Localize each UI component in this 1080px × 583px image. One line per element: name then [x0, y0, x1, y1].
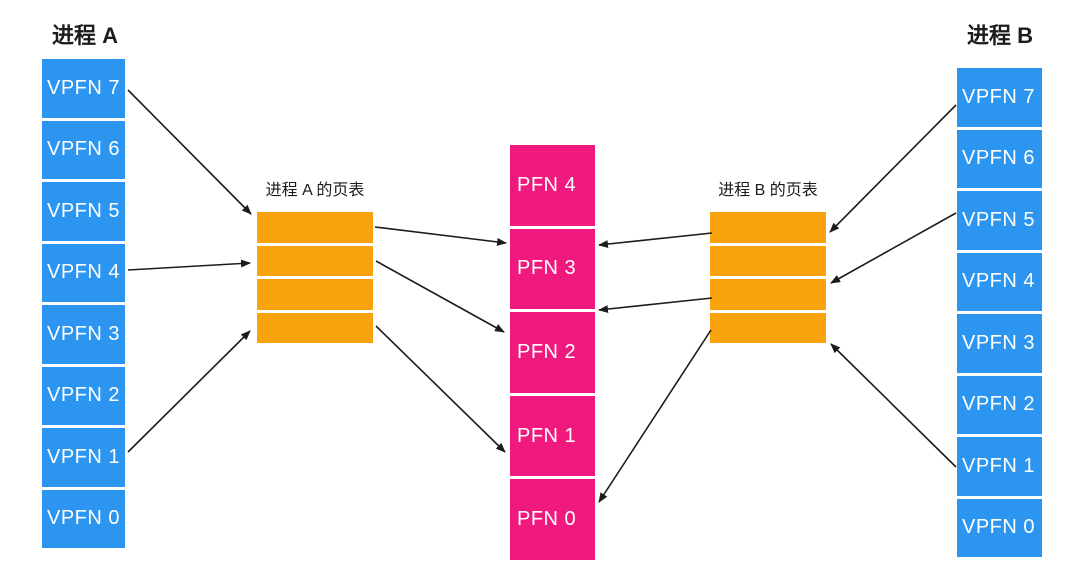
process-b-title: 进程 B	[966, 23, 1033, 48]
page-table-a-row-4	[257, 312, 373, 343]
vpfn-a-2: VPFN 2	[42, 366, 125, 425]
pfn-4: PFN 4	[510, 145, 595, 226]
page-table-a-row-1	[257, 212, 373, 243]
page-table-a-label: 进程 A 的页表	[265, 182, 365, 199]
arrow-page-table-b-row-1-to-pfn-3	[598, 232, 713, 249]
arrow-vpfn-a-4-to-page-table-a-row-2	[127, 259, 251, 271]
arrow-page-table-a-row-1-to-pfn-3	[374, 226, 507, 246]
vpfn-b-0: VPFN 0	[957, 498, 1042, 557]
page-table-b	[710, 212, 826, 343]
arrow-vpfn-b-1-to-page-table-b-row-4	[830, 343, 957, 468]
vpfn-b-1: VPFN 1	[957, 437, 1042, 496]
vpfn-a-5: VPFN 5	[42, 182, 125, 241]
vpfn-b-6: VPFN 6	[957, 129, 1042, 188]
vpfn-a-0: VPFN 0	[42, 489, 125, 548]
vpfn-b-2: VPFN 2	[957, 375, 1042, 434]
pfn-3: PFN 3	[510, 228, 595, 310]
pfn-1: PFN 1	[510, 395, 595, 477]
vpfn-a-4: VPFN 4	[42, 243, 125, 302]
page-table-b-label: 进程 B 的页表	[718, 182, 818, 199]
arrow-vpfn-b-7-to-page-table-b-row-1	[829, 104, 957, 233]
page-table-a	[257, 212, 373, 343]
page-table-b-row-4	[710, 312, 826, 343]
arrow-page-table-a-row-4-to-pfn-1	[375, 325, 506, 453]
page-table-b-row-1	[710, 212, 826, 243]
physical-memory-pfn-column: PFN 4 PFN 3 PFN 2 PFN 1 PFN 0	[510, 145, 595, 560]
pfn-2: PFN 2	[510, 312, 595, 393]
arrow-vpfn-a-7-to-page-table-a-row-1	[127, 89, 252, 215]
pfn-0: PFN 0	[510, 479, 595, 560]
vpfn-b-5: VPFN 5	[957, 191, 1042, 250]
arrow-vpfn-b-5-to-page-table-b-row-2	[830, 212, 957, 284]
vpfn-a-6: VPFN 6	[42, 120, 125, 179]
process-b-vpfn-column: VPFN 7 VPFN 6 VPFN 5 VPFN 4 VPFN 3 VPFN …	[957, 68, 1042, 557]
page-table-a-row-2	[257, 245, 373, 276]
arrow-page-table-a-row-2-to-pfn-2	[375, 260, 505, 333]
process-a-title: 进程 A	[51, 23, 118, 48]
vpfn-a-3: VPFN 3	[42, 305, 125, 364]
page-table-a-row-3	[257, 279, 373, 310]
page-table-b-row-3	[710, 279, 826, 310]
arrow-page-table-b-row-3-to-pfn-2	[598, 297, 713, 314]
process-a-vpfn-column: VPFN 7 VPFN 6 VPFN 5 VPFN 4 VPFN 3 VPFN …	[42, 59, 125, 548]
vpfn-a-1: VPFN 1	[42, 428, 125, 487]
arrow-vpfn-a-1-to-page-table-a-row-4	[127, 330, 251, 453]
vpfn-b-3: VPFN 3	[957, 314, 1042, 373]
vpfn-b-7: VPFN 7	[957, 68, 1042, 127]
arrow-page-table-b-row-4-to-pfn-0	[598, 329, 712, 503]
vpfn-a-7: VPFN 7	[42, 59, 125, 118]
vpfn-b-4: VPFN 4	[957, 252, 1042, 311]
page-table-b-row-2	[710, 245, 826, 276]
